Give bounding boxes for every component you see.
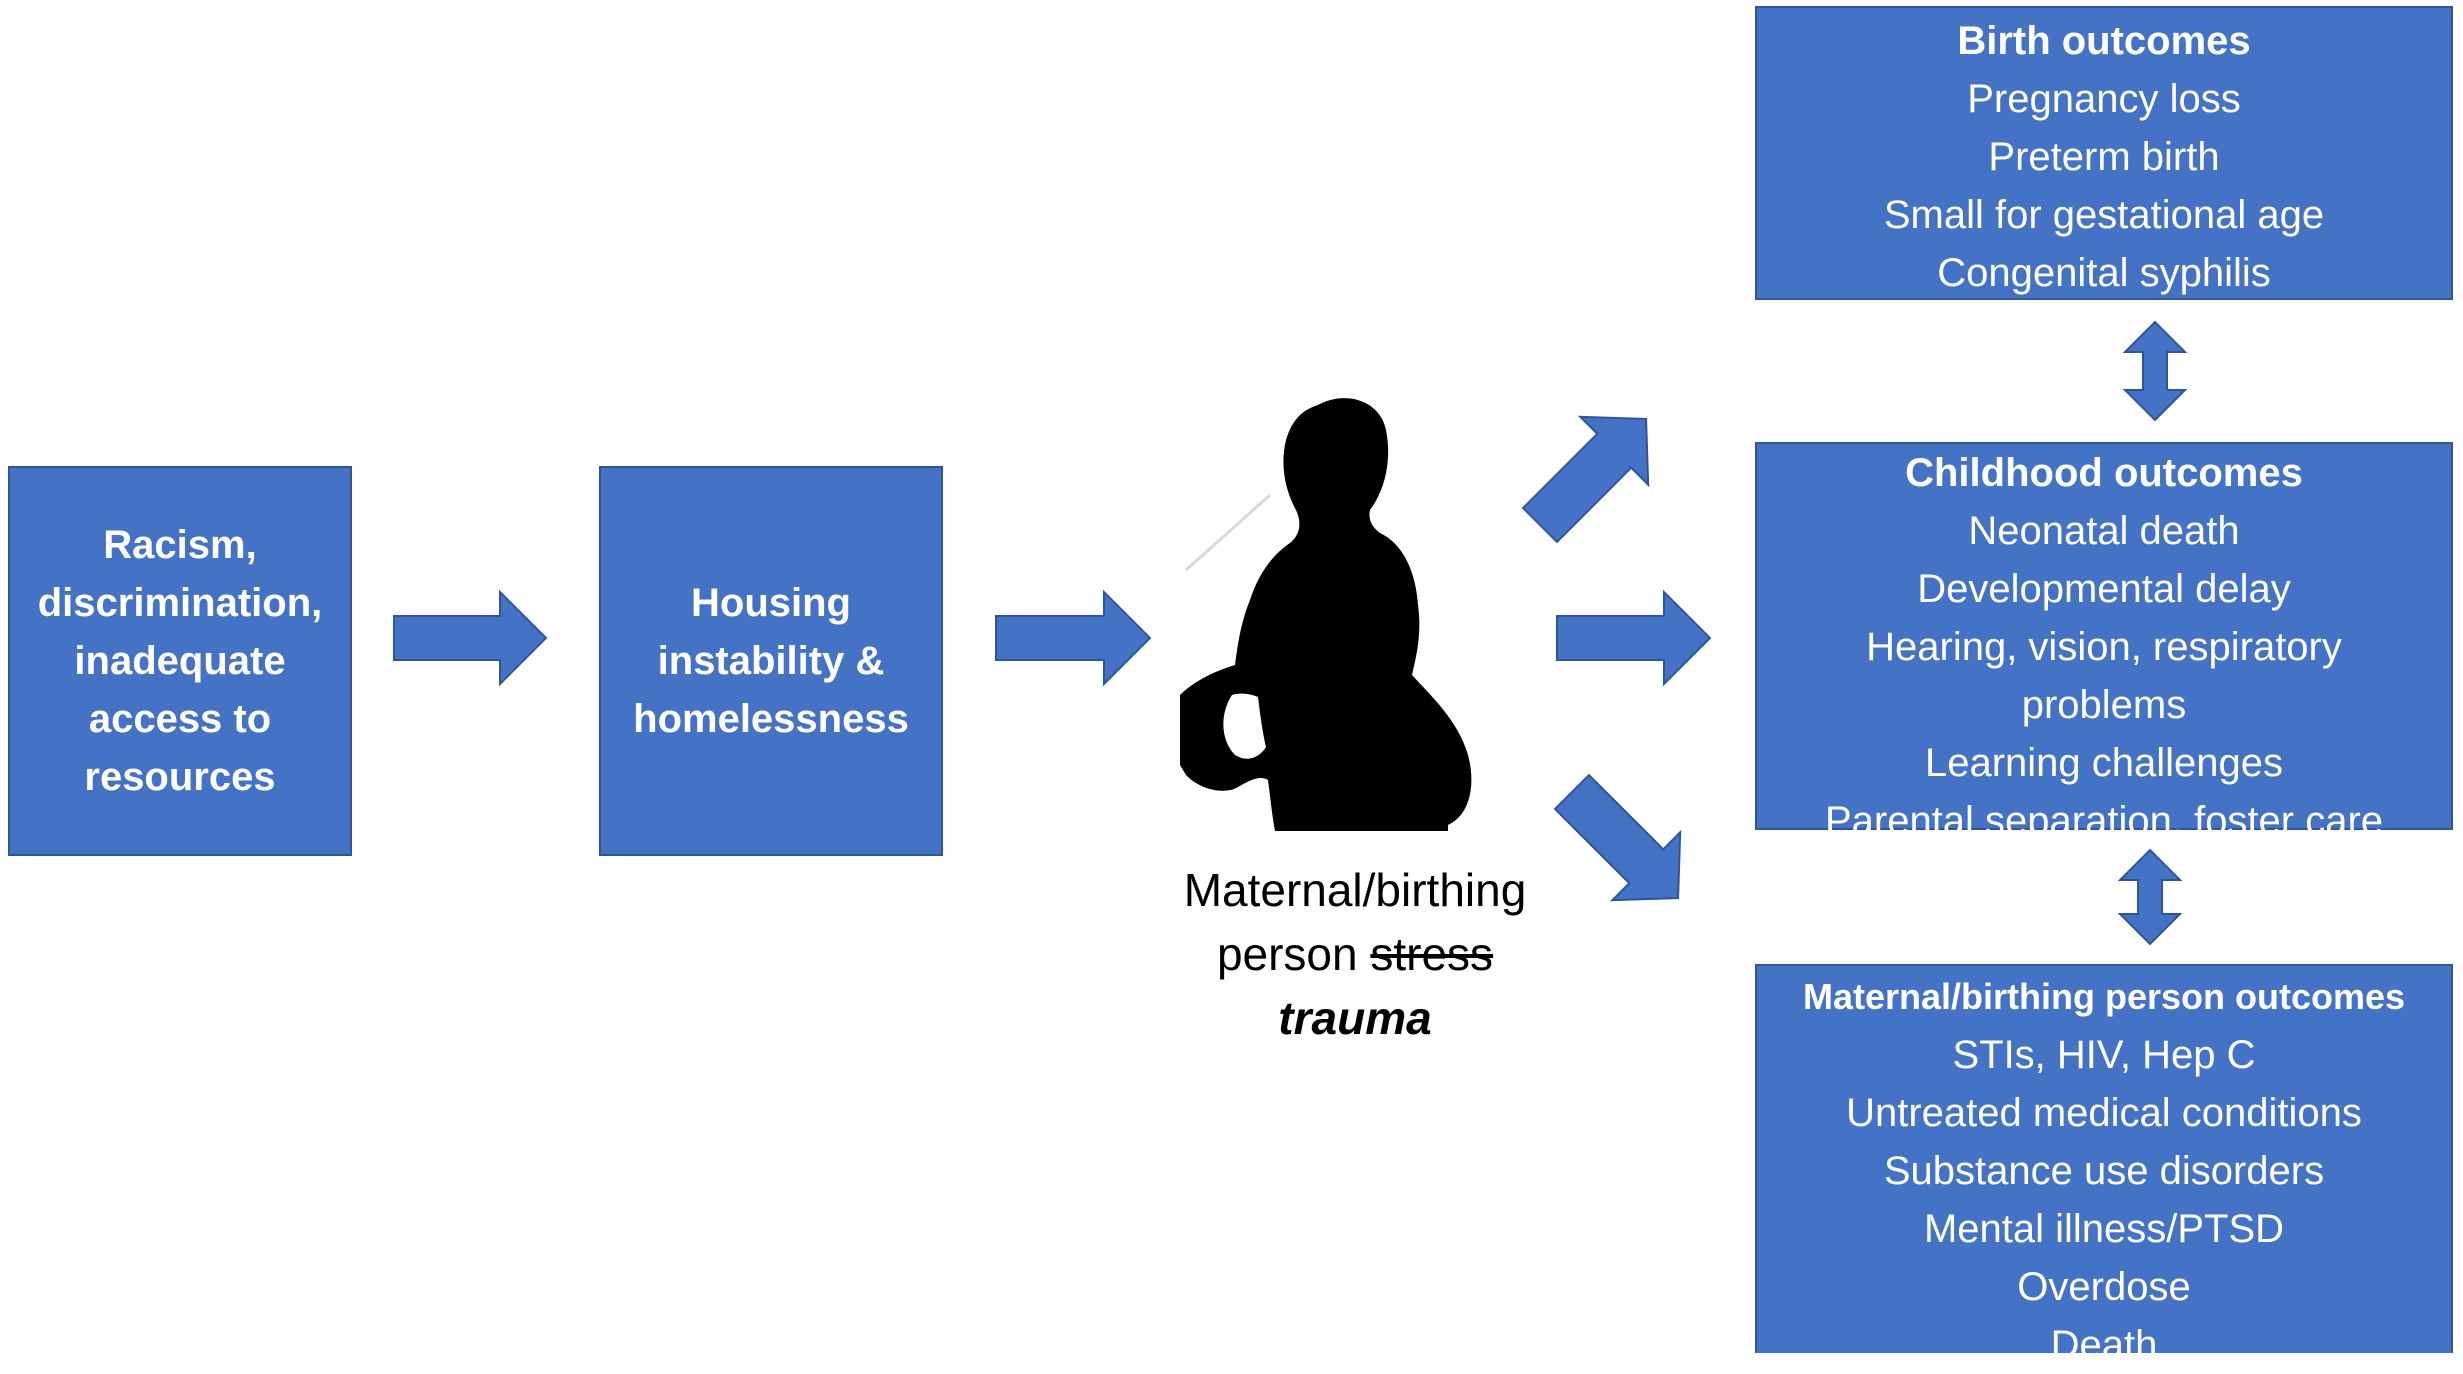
birth-outcome-item: Preterm birth: [1988, 135, 2220, 179]
caption-line-1: Maternal/birthing: [1183, 864, 1527, 916]
childhood-outcome-item: Neonatal death: [1968, 509, 2240, 553]
housing-box-label: Housing instability & homelessness: [633, 581, 909, 741]
maternal-outcome-item: Untreated medical conditions: [1846, 1091, 2362, 1135]
childhood-outcome-item: Developmental delay: [1917, 567, 2291, 611]
housing-box: Housing instability & homelessness: [599, 466, 943, 856]
maternal-outcome-item: Substance use disorders: [1883, 1149, 2325, 1193]
double-arrow-childhood-maternal: [2117, 848, 2183, 946]
maternal-outcomes-list: STIs, HIV, Hep C Untreated medical condit…: [1757, 1026, 2451, 1374]
arrow-racism-to-housing: [393, 589, 548, 687]
caption-trauma: trauma: [1278, 992, 1432, 1044]
center-caption: Maternal/birthing person stress trauma: [1100, 858, 1610, 1050]
racism-box-label: Racism, discrimination, inadequate acces…: [37, 523, 323, 799]
arrow-housing-to-person: [995, 589, 1152, 687]
caption-person: person: [1216, 928, 1358, 980]
childhood-outcome-item: Learning challenges: [1924, 741, 2284, 785]
double-arrow-birth-childhood: [2122, 320, 2188, 422]
childhood-outcome-item: Parental separation, foster care: [1824, 799, 2384, 843]
maternal-outcome-item: STIs, HIV, Hep C: [1952, 1033, 2256, 1077]
arrow-person-to-childhood: [1556, 589, 1712, 687]
caption-stress-strikethrough: stress: [1370, 928, 1494, 980]
pregnant-person-silhouette-icon: [1180, 398, 1472, 831]
racism-box: Racism, discrimination, inadequate acces…: [8, 466, 352, 856]
birth-outcome-item: Congenital syphilis: [1937, 251, 2271, 295]
maternal-outcomes-heading: Maternal/birthing person outcomes: [1802, 976, 2406, 1017]
birth-outcomes-heading: Birth outcomes: [1957, 19, 2251, 63]
caption-line-2: person stress: [1100, 922, 1610, 986]
childhood-outcomes-heading: Childhood outcomes: [1905, 451, 2303, 495]
arrow-person-to-maternal: [1553, 773, 1682, 902]
maternal-outcome-item: Mental illness/PTSD: [1923, 1207, 2285, 1251]
maternal-outcomes-box: Maternal/birthing person outcomes STIs, …: [1755, 964, 2453, 1367]
birth-outcome-item: Small for gestational age: [1883, 193, 2325, 237]
maternal-outcome-item: Overdose: [2017, 1265, 2191, 1309]
maternal-outcome-item: Death: [2050, 1323, 2158, 1367]
birth-outcome-item: Pregnancy loss: [1967, 77, 2241, 121]
childhood-outcome-item: Hearing, vision, respiratory problems: [1866, 625, 2342, 727]
arrow-person-to-birth: [1521, 415, 1650, 544]
